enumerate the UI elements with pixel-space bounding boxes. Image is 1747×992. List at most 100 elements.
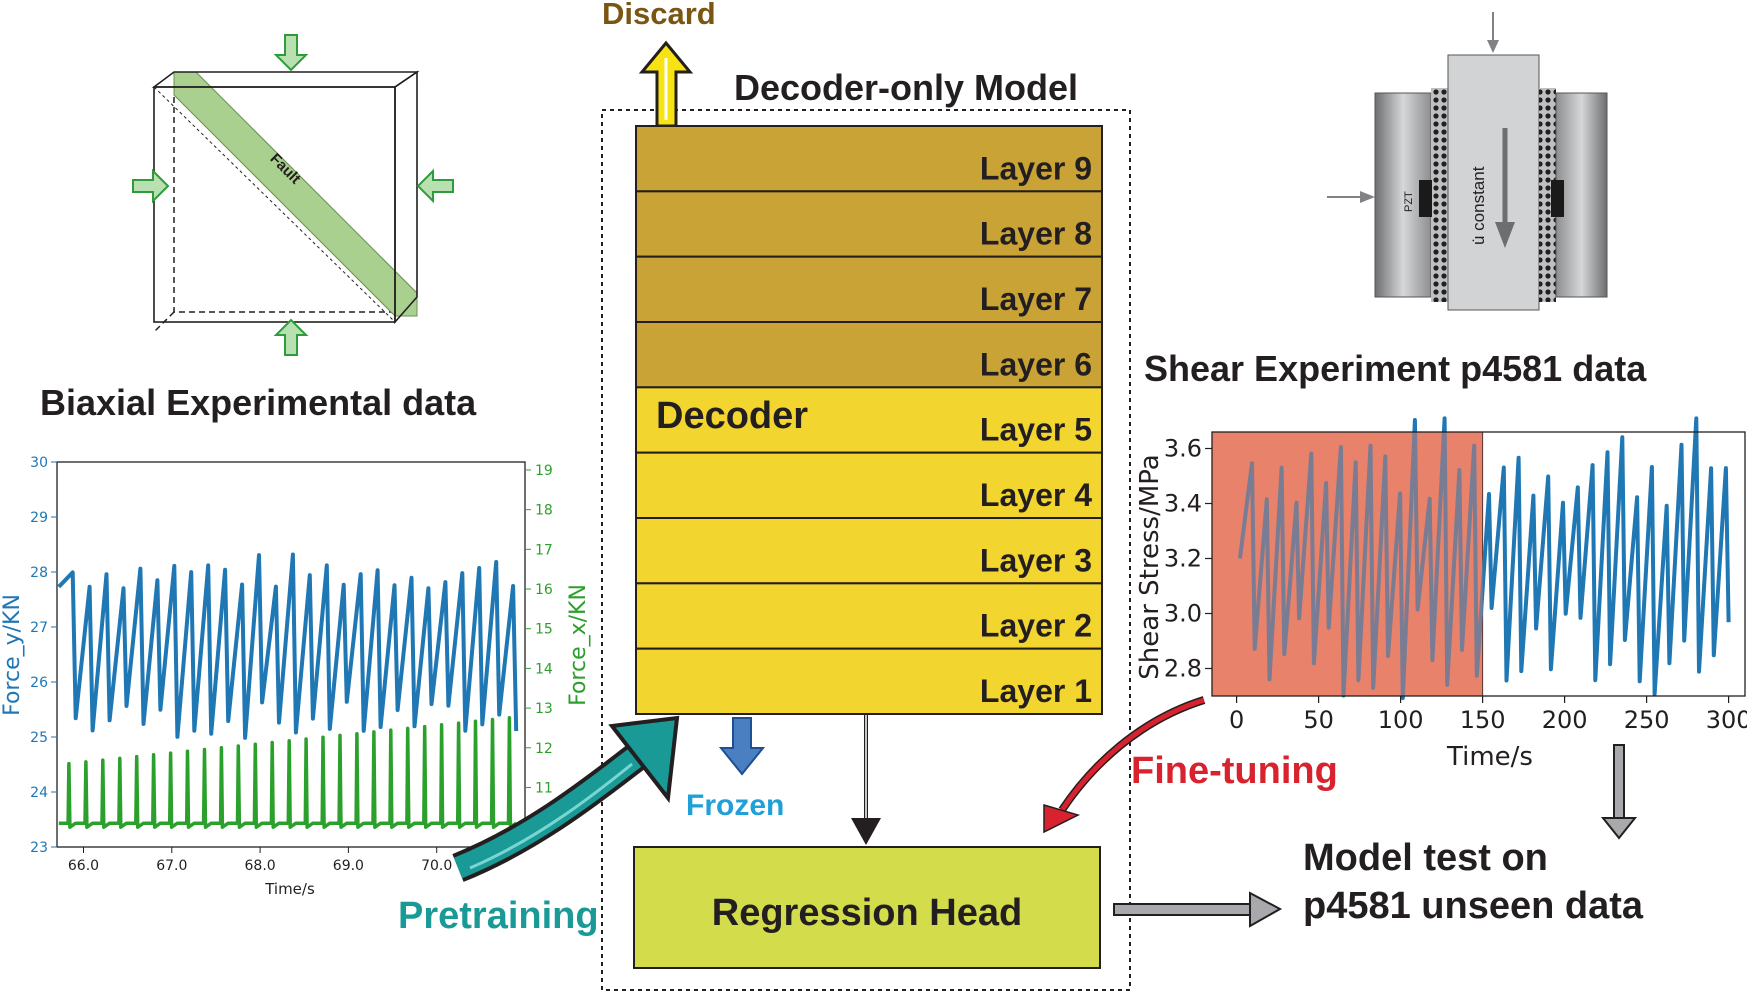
test-line-1: Model test on [1303,837,1548,879]
layer-label: Layer 4 [980,477,1092,513]
pretraining-arrow-icon [452,715,680,882]
load-arrow-top-icon [273,34,309,72]
x-tick-label: 200 [1542,706,1588,734]
x-tick-label: 250 [1624,706,1670,734]
series-shear-stress [1237,416,1731,701]
y-tick-label: 27 [30,620,48,636]
decoder-model: Decoder-only Model Discard Layer 9Layer … [601,0,1131,991]
y2-tick-label: 16 [535,582,553,598]
model-title: Decoder-only Model [734,67,1078,108]
y2-tick-label: 12 [535,741,553,757]
shear-title: Shear Experiment p4581 data [1144,348,1647,389]
layer-label: Layer 7 [980,281,1092,317]
x-tick-label: 70.0 [421,858,452,874]
discard-label: Discard [602,0,716,31]
load-arrow-left-icon [132,168,170,204]
load-arrow-right-icon [416,168,454,204]
load-arrow-bottom-icon [273,318,309,356]
layer-box [635,190,1103,258]
normal-load-arrow-icon [1327,191,1375,203]
head-to-test-arrow-icon [1113,891,1283,928]
model-boundary [601,109,1131,991]
x-tick-label: 150 [1460,706,1506,734]
x-tick-label: 67.0 [156,858,187,874]
y2-tick-label: 18 [535,503,553,519]
velocity-arrow-icon [1495,128,1515,248]
y-tick-label: 3.2 [1164,545,1202,573]
frozen-arrow-icon [718,717,766,776]
constant-velocity-label: u̇ constant [1469,166,1488,245]
x-axis-label: Time/s [264,880,315,898]
discard-arrow-icon [638,40,694,128]
y2-axis-label: Force_x/KN [566,584,591,706]
finetune-overlay [1212,432,1483,696]
layer-box [635,517,1103,585]
layer-label: Layer 6 [980,346,1092,382]
y-tick-label: 24 [30,785,48,801]
layer-box [635,386,1103,454]
x-tick-label: 66.0 [68,858,99,874]
pzt-sensor-right [1551,180,1564,217]
head-connector-arrow-icon [851,715,881,845]
x-tick-label: 69.0 [333,858,364,874]
layer-box [635,321,1103,389]
finetuning-label: Fine-tuning [1131,750,1338,792]
pzt-sensor-left [1419,180,1432,217]
x-tick-label: 50 [1303,706,1334,734]
y-tick-label: 29 [30,510,48,526]
y-axis-label: Force_y/KN [0,594,25,716]
x-tick-label: 300 [1706,706,1747,734]
y-axis-label: Shear Stress/MPa [1135,454,1165,679]
biaxial-title: Biaxial Experimental data [40,382,477,423]
y2-tick-label: 13 [535,701,553,717]
layer-box [635,125,1103,193]
y-tick-label: 23 [30,840,48,856]
y-tick-label: 25 [30,730,48,746]
y-tick-label: 3.6 [1164,435,1202,463]
biaxial-schematic: Fault [132,34,454,356]
y2-tick-label: 17 [535,542,553,558]
pretraining-label: Pretraining [398,895,599,937]
y-tick-label: 2.8 [1164,655,1202,683]
x-tick-label: 100 [1378,706,1424,734]
layer-label: Layer 5 [980,412,1092,448]
frozen-label: Frozen [686,789,784,822]
y2-tick-label: 14 [535,661,553,677]
y-tick-label: 28 [30,565,48,581]
layer-label: Layer 8 [980,216,1092,252]
layer-label: Layer 1 [980,673,1092,709]
fault-plane [173,71,418,317]
layer-box [635,255,1103,323]
y2-tick-label: 11 [535,780,553,796]
layer-stack: Layer 9 Layer 8 Layer 7 Layer 6 Layer 5 Layer… [635,125,1103,716]
finetuning-arrow-icon [1043,696,1206,834]
x-tick-label: 68.0 [245,858,276,874]
y2-tick-label: 19 [535,463,553,479]
shear-apparatus-schematic: PZT u̇ constant [1327,12,1608,311]
y-tick-label: 26 [30,675,48,691]
test-line-2: p4581 unseen data [1303,885,1644,927]
y-tick-label: 30 [30,455,48,471]
layer-box [635,647,1103,716]
plot-frame [1211,431,1746,697]
layer-box [635,451,1103,519]
layer-label: Layer 3 [980,542,1092,578]
y-tick-label: 3.4 [1164,490,1202,518]
y2-tick-label: 15 [535,622,553,638]
layer-label: Layer 9 [980,150,1092,186]
decoder-label: Decoder [656,395,808,437]
test-down-arrow-icon [1600,744,1638,840]
y-tick-label: 3.0 [1164,600,1202,628]
series-force-y [57,552,519,740]
regression-head-label: Regression Head [712,892,1022,934]
x-tick-label: 0 [1229,706,1244,734]
shear-load-arrow-icon [1487,12,1499,53]
pzt-label: PZT [1403,191,1415,212]
series-force-x [58,716,518,829]
regression-head-box [633,846,1101,969]
x-axis-label: Time/s [1446,742,1533,772]
layer-label: Layer 2 [980,608,1092,644]
